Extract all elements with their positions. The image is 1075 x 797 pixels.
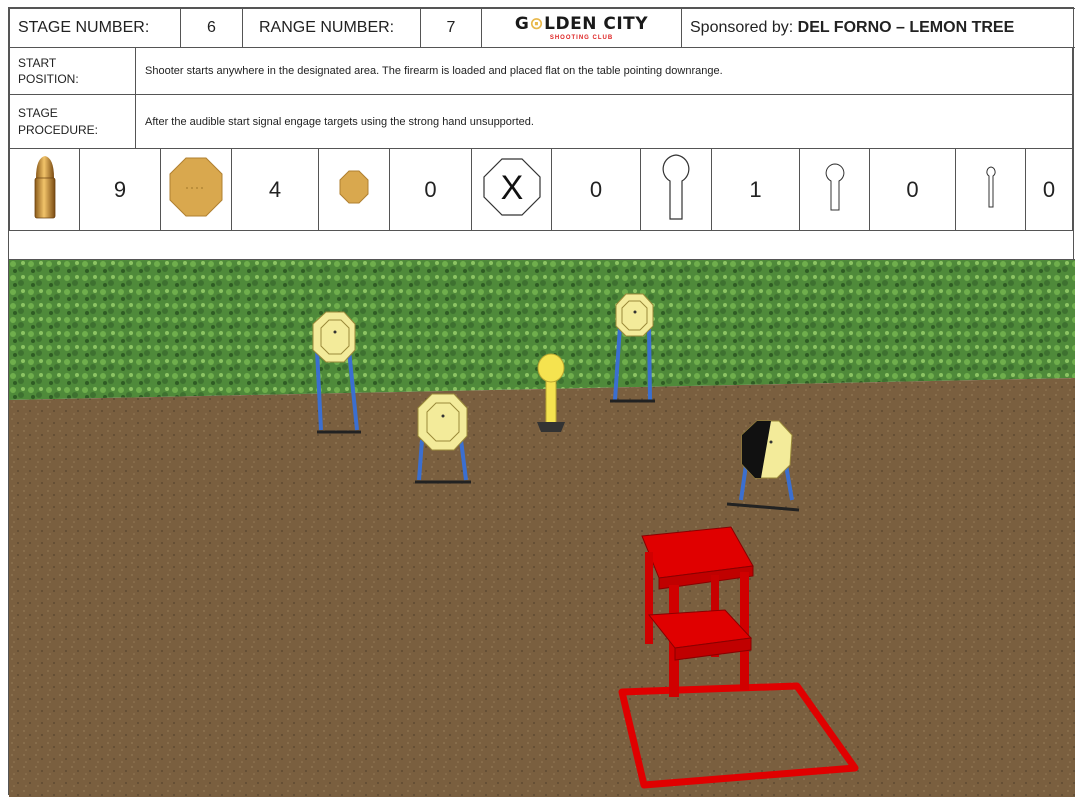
header-table: STAGE NUMBER: 6 RANGE NUMBER: 7 G⊙LDEN C… xyxy=(9,8,1075,48)
medium-popper-icon xyxy=(800,149,870,231)
large-popper-count: 1 xyxy=(712,149,800,231)
logo-text-post: LDEN CITY xyxy=(544,14,648,34)
stage-briefing-sheet: STAGE NUMBER: 6 RANGE NUMBER: 7 G⊙LDEN C… xyxy=(8,7,1074,795)
stage-number-value: 6 xyxy=(181,9,243,48)
sponsor: Sponsored by: DEL FORNO – LEMON TREE xyxy=(682,9,1075,48)
small-steel-plate-icon xyxy=(319,149,390,231)
no-shoot-glyph: X xyxy=(500,169,523,207)
range-number-value: 7 xyxy=(421,9,482,48)
logo-subtext: SHOOTING CLUB xyxy=(482,35,681,41)
sponsor-name: DEL FORNO – LEMON TREE xyxy=(798,19,1015,36)
large-popper-icon xyxy=(641,149,712,231)
start-position-text: Shooter starts anywhere in the designate… xyxy=(136,48,1073,95)
mini-popper-count: 0 xyxy=(1026,149,1073,231)
large-steel-plate-icon xyxy=(161,149,232,231)
no-shoot-count: 0 xyxy=(552,149,641,231)
target-count-table: 9 4 0 X 0 1 0 0 xyxy=(9,148,1073,231)
ground xyxy=(9,378,1075,797)
start-position-label: START POSITION: xyxy=(10,48,136,95)
small-steel-plate-count: 0 xyxy=(390,149,472,231)
medium-popper-count: 0 xyxy=(870,149,956,231)
club-logo: G⊙LDEN CITY SHOOTING CLUB xyxy=(482,9,682,48)
sponsor-label: Sponsored by: xyxy=(690,19,793,36)
no-shoot-icon: X xyxy=(472,149,552,231)
bullet-icon xyxy=(10,149,80,231)
target-o-icon: ⊙ xyxy=(529,14,544,34)
mini-popper-icon xyxy=(956,149,1026,231)
stage-number-label: STAGE NUMBER: xyxy=(10,9,181,48)
stage-procedure-label: STAGE PROCEDURE: xyxy=(10,95,136,149)
large-steel-plate-count: 4 xyxy=(232,149,319,231)
stage-procedure-text: After the audible start signal engage ta… xyxy=(136,95,1073,149)
berm xyxy=(9,260,1075,400)
procedure-table: START POSITION: Shooter starts anywhere … xyxy=(9,47,1073,149)
bullet-count: 9 xyxy=(80,149,161,231)
stage-diagram xyxy=(9,259,1075,797)
range-number-label: RANGE NUMBER: xyxy=(243,9,421,48)
logo-text-pre: G xyxy=(515,14,529,34)
